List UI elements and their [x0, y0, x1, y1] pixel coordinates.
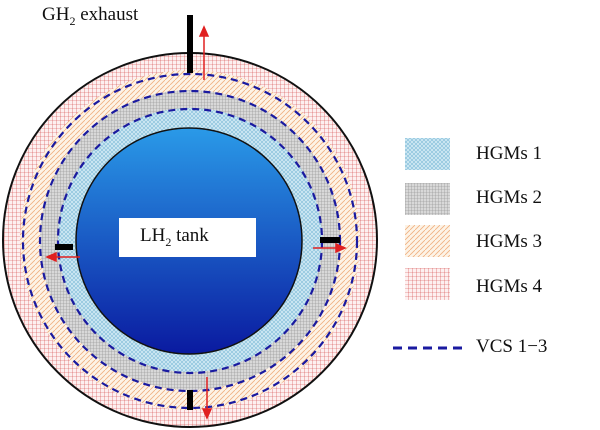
arrow-left-icon: [45, 251, 80, 263]
tank-label-box: [119, 218, 256, 257]
arrow-up-icon: [198, 25, 210, 80]
legend-swatch-hgms1: [405, 138, 450, 170]
legend-label-hgms1: HGMs 1: [476, 143, 542, 164]
flow-arrows: [45, 25, 347, 420]
exhaust-label-rest: exhaust: [75, 4, 139, 25]
bottom-pipe: [187, 390, 193, 410]
legend-label-hgms2: HGMs 2: [476, 187, 542, 208]
legend-swatch-hgms2: [405, 183, 450, 215]
exhaust-label-sub: 2: [69, 13, 76, 28]
legend-swatch-hgms4: [405, 268, 450, 300]
exhaust-label-main: GH: [42, 4, 70, 25]
top-pipe: [187, 15, 193, 73]
legend-swatches: [393, 138, 467, 350]
pipes: [55, 15, 340, 410]
vcs-3: [21, 72, 359, 410]
tank-label-rest: tank: [171, 225, 209, 246]
left-pipe: [55, 244, 73, 250]
lh2-tank-label: LH2 tank: [140, 225, 209, 250]
tank-label-sub: 2: [165, 234, 172, 249]
legend-label-vcs: VCS 1−3: [476, 336, 548, 357]
arrow-right-icon: [313, 242, 347, 254]
legend-label-hgms4: HGMs 4: [476, 276, 542, 297]
gh2-exhaust-label: GH2 exhaust: [42, 4, 138, 29]
legend-swatch-hgms3: [405, 225, 450, 257]
tank-label-main: LH: [140, 225, 166, 246]
arrow-down-icon: [201, 377, 213, 420]
legend-label-hgms3: HGMs 3: [476, 231, 542, 252]
right-pipe: [320, 237, 340, 243]
